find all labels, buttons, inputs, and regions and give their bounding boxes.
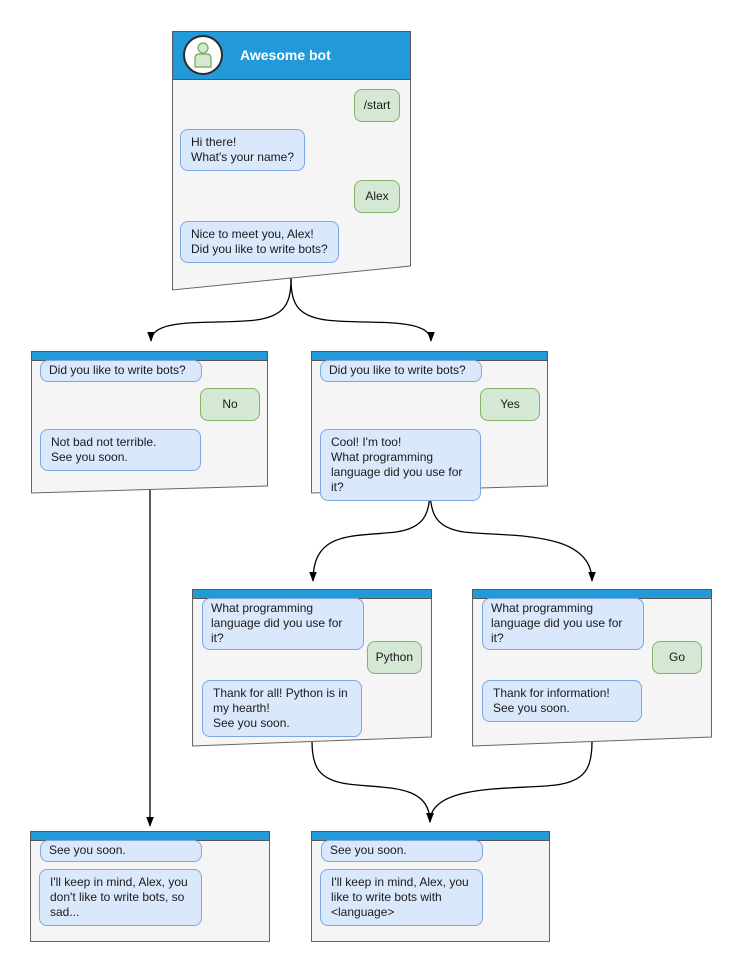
chat-window-go-branch: What programming language did you use fo…	[472, 589, 712, 747]
bot-message-bubble: Did you like to write bots?	[40, 360, 202, 382]
user-message-bubble: No	[200, 388, 260, 421]
user-message-bubble: Go	[652, 641, 702, 674]
bot-message-bubble: What programming language did you use fo…	[202, 598, 364, 650]
bot-message-bubble: Not bad not terrible. See you soon.	[40, 429, 201, 471]
edge-go-to-goodbye	[426, 741, 593, 823]
user-message-bubble: Yes	[480, 388, 540, 421]
chat-window-main: Awesome bot /start Hi there! What's your…	[172, 31, 411, 291]
bot-message-bubble: See you soon.	[40, 840, 202, 862]
bot-message-bubble: Thank for information! See you soon.	[482, 680, 642, 722]
user-message-bubble: Alex	[354, 180, 400, 213]
bot-avatar	[183, 35, 223, 75]
bot-message-bubble: Did you like to write bots?	[320, 360, 482, 382]
chat-window-yes-branch: Did you like to write bots? Yes Cool! I'…	[311, 351, 548, 501]
user-message-bubble: /start	[354, 89, 400, 122]
bot-message-bubble: See you soon.	[321, 840, 483, 862]
chat-window-python-branch: What programming language did you use fo…	[192, 589, 432, 747]
bot-message-bubble: Thank for all! Python is in my hearth! S…	[202, 680, 362, 737]
bot-message-bubble: Nice to meet you, Alex! Did you like to …	[180, 221, 339, 263]
bot-message-bubble: Hi there! What's your name?	[180, 129, 306, 171]
chat-header: Awesome bot	[172, 31, 411, 79]
edge-python-to-goodbye	[311, 740, 434, 823]
user-message-bubble: Python	[366, 641, 422, 674]
bot-message-bubble: What programming language did you use fo…	[482, 598, 644, 650]
bot-title: Awesome bot	[240, 47, 331, 63]
bot-message-bubble: Cool! I'm too! What programming language…	[320, 429, 481, 501]
chat-window-no-branch: Did you like to write bots? No Not bad n…	[31, 351, 268, 494]
edge-yes-to-python	[309, 488, 431, 582]
bot-message-bubble: I'll keep in mind, Alex, you don't like …	[39, 869, 202, 926]
bot-message-bubble: I'll keep in mind, Alex, you like to wri…	[320, 869, 483, 926]
chat-window-goodbye-no: See you soon. I'll keep in mind, Alex, y…	[30, 831, 270, 942]
person-icon	[194, 42, 212, 68]
edge-yes-to-go	[429, 488, 596, 582]
chat-window-goodbye-language: See you soon. I'll keep in mind, Alex, y…	[311, 831, 550, 942]
